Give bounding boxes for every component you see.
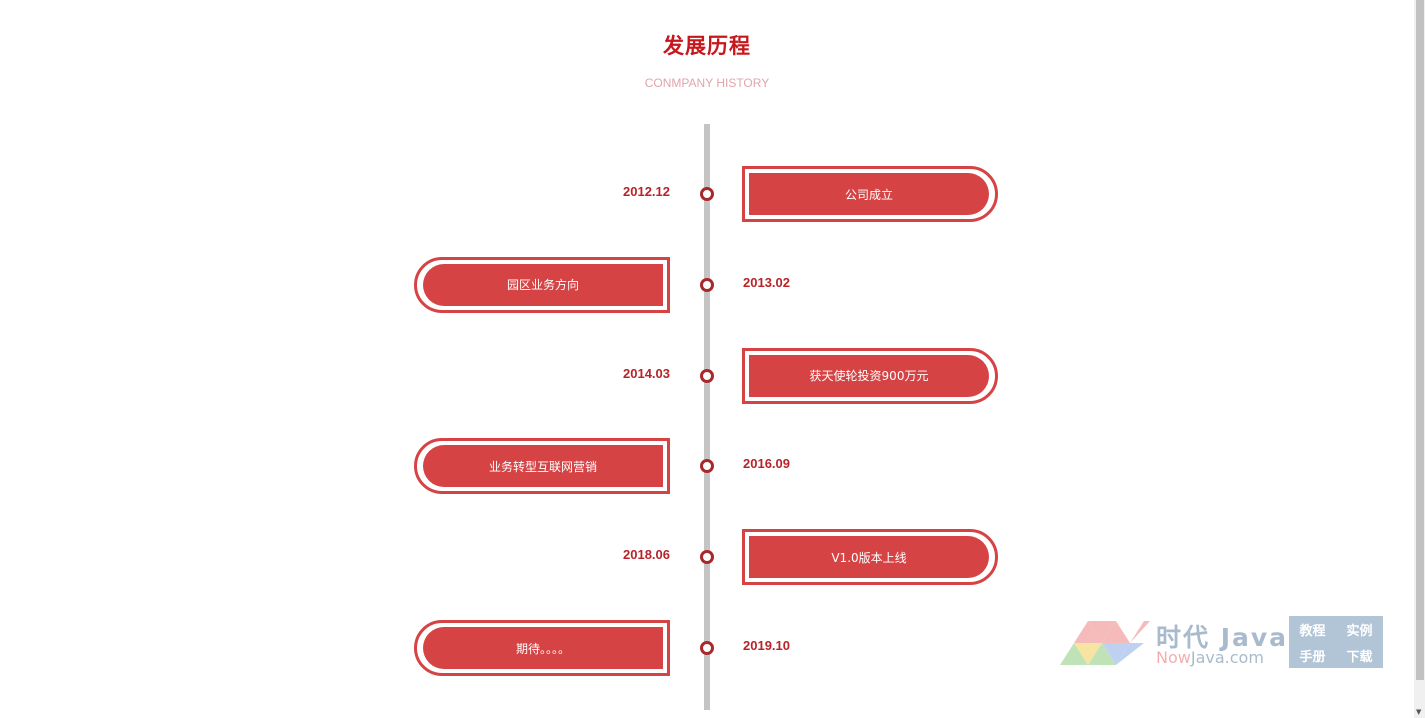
timeline-date: 2018.06	[623, 547, 670, 563]
watermark-url: NowJava.com	[1156, 648, 1264, 667]
timeline-event-label: 业务转型互联网营销	[423, 445, 663, 488]
link-download[interactable]: 下载	[1346, 649, 1373, 665]
timeline-dot-icon	[700, 550, 714, 565]
timeline-date: 2014.03	[623, 365, 670, 381]
timeline-item: 2016.09 业务转型互联网营销	[0, 438, 1414, 495]
scrollbar[interactable]: ▼	[1414, 0, 1425, 718]
timeline-event-label: V1.0版本上线	[749, 536, 989, 579]
timeline-dot-icon	[700, 641, 714, 655]
timeline-event-label: 获天使轮投资900万元	[749, 354, 989, 397]
scroll-down-arrow-icon[interactable]: ▼	[1416, 708, 1422, 716]
timeline-event-label: 期待。。。。	[423, 627, 663, 669]
link-tutorial[interactable]: 教程	[1299, 623, 1326, 639]
timeline-line	[704, 124, 710, 710]
timeline-item: 2019.10 期待。。。。	[0, 620, 1414, 676]
triangle-logo-icon	[1060, 621, 1150, 665]
timeline-date: 2012.12	[623, 184, 670, 199]
timeline-event-card[interactable]: 业务转型互联网营销	[414, 438, 670, 495]
timeline-event-label: 园区业务方向	[423, 263, 663, 306]
timeline-event-card[interactable]: 期待。。。。	[414, 620, 670, 676]
timeline-event-card[interactable]: 获天使轮投资900万元	[742, 347, 998, 404]
timeline-item: 2018.06 V1.0版本上线	[0, 529, 1414, 586]
watermark-links: 教程 实例 手册 下载	[1289, 616, 1383, 668]
timeline-date: 2016.09	[743, 456, 790, 472]
timeline-item: 2013.02 园区业务方向	[0, 256, 1414, 313]
link-manual[interactable]: 手册	[1299, 649, 1326, 665]
timeline-event-card[interactable]: 公司成立	[742, 166, 998, 222]
timeline-event-card[interactable]: V1.0版本上线	[742, 529, 998, 586]
watermark-logo[interactable]: 时代 Java NowJava.com 教程 实例 手册 下载	[1060, 616, 1385, 668]
timeline-date: 2019.10	[743, 638, 790, 653]
page-subtitle: CONMPANY HISTORY	[644, 76, 770, 90]
timeline-item: 2012.12 公司成立	[0, 166, 1414, 222]
timeline-dot-icon	[700, 187, 714, 201]
timeline-dot-icon	[700, 459, 714, 474]
timeline-event-card[interactable]: 园区业务方向	[414, 256, 670, 313]
timeline-item: 2014.03 获天使轮投资900万元	[0, 347, 1414, 404]
timeline-dot-icon	[700, 277, 714, 292]
timeline-dot-icon	[700, 368, 714, 383]
watermark-brand: 时代 Java	[1156, 623, 1289, 652]
timeline-date: 2013.02	[743, 274, 790, 290]
scrollbar-thumb[interactable]	[1416, 0, 1424, 680]
page-title: 发展历程	[663, 34, 751, 58]
link-examples[interactable]: 实例	[1346, 623, 1373, 639]
timeline-event-label: 公司成立	[749, 173, 989, 215]
